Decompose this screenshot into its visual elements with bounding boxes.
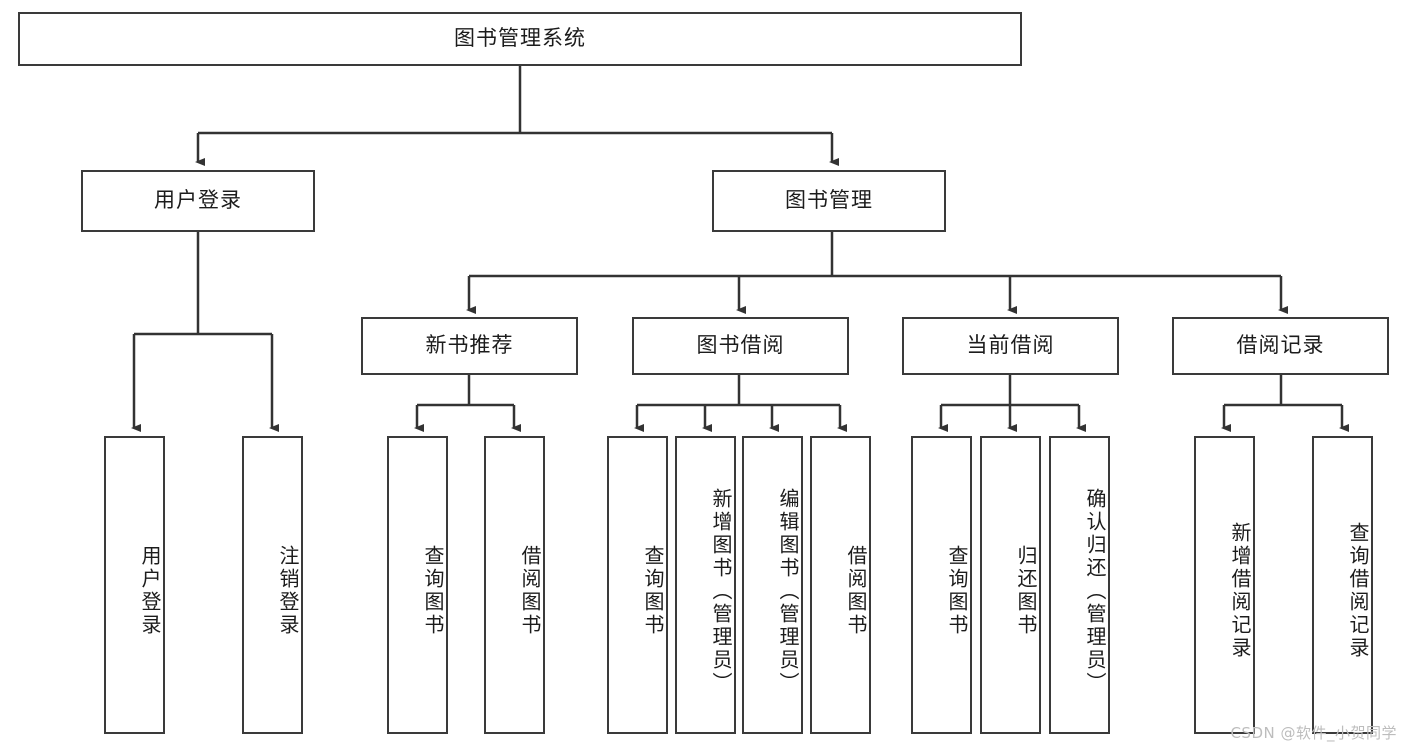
leaf-recommend-borrow-book-label: 借阅图书 xyxy=(518,545,542,637)
leaf-borrow-query-book[interactable]: 查询图书 xyxy=(607,436,668,734)
leaf-records-add-record[interactable]: 新增借阅记录 xyxy=(1194,436,1255,734)
node-book-management[interactable]: 图书管理 xyxy=(712,170,946,232)
leaf-borrow-borrow-book[interactable]: 借阅图书 xyxy=(810,436,871,734)
leaf-borrow-edit-book-admin-label: 编辑图书（管理员） xyxy=(776,487,800,695)
leaf-borrow-edit-book-admin[interactable]: 编辑图书（管理员） xyxy=(742,436,803,734)
node-user-login[interactable]: 用户登录 xyxy=(81,170,315,232)
node-book-management-label: 图书管理 xyxy=(785,188,873,213)
node-root-system[interactable]: 图书管理系统 xyxy=(18,12,1022,66)
csdn-watermark: CSDN @软件_小贺同学 xyxy=(1230,724,1397,742)
node-book-borrow-label: 图书借阅 xyxy=(696,333,785,358)
leaf-records-query-record-label: 查询借阅记录 xyxy=(1346,522,1370,660)
leaf-recommend-query-book-label: 查询图书 xyxy=(421,545,445,637)
leaf-borrow-add-book-admin[interactable]: 新增图书（管理员） xyxy=(675,436,736,734)
node-new-book-recommend[interactable]: 新书推荐 xyxy=(361,317,578,375)
leaf-user-login-signin[interactable]: 用户登录 xyxy=(104,436,165,734)
leaf-user-login-signin-label: 用户登录 xyxy=(138,545,162,637)
node-new-book-recommend-label: 新书推荐 xyxy=(425,333,514,358)
leaf-records-add-record-label: 新增借阅记录 xyxy=(1228,522,1252,660)
leaf-records-query-record[interactable]: 查询借阅记录 xyxy=(1312,436,1373,734)
leaf-current-query-book-label: 查询图书 xyxy=(945,545,969,637)
leaf-user-login-signout-label: 注销登录 xyxy=(276,545,300,637)
leaf-current-query-book[interactable]: 查询图书 xyxy=(911,436,972,734)
leaf-recommend-borrow-book[interactable]: 借阅图书 xyxy=(484,436,545,734)
node-borrow-records[interactable]: 借阅记录 xyxy=(1172,317,1389,375)
node-user-login-label: 用户登录 xyxy=(154,188,242,213)
leaf-borrow-add-book-admin-label: 新增图书（管理员） xyxy=(709,487,733,695)
node-current-borrow[interactable]: 当前借阅 xyxy=(902,317,1119,375)
leaf-borrow-query-book-label: 查询图书 xyxy=(641,545,665,637)
leaf-current-return-book[interactable]: 归还图书 xyxy=(980,436,1041,734)
leaf-current-return-book-label: 归还图书 xyxy=(1014,545,1038,637)
leaf-recommend-query-book[interactable]: 查询图书 xyxy=(387,436,448,734)
leaf-user-login-signout[interactable]: 注销登录 xyxy=(242,436,303,734)
node-root-system-label: 图书管理系统 xyxy=(454,26,586,51)
node-book-borrow[interactable]: 图书借阅 xyxy=(632,317,849,375)
leaf-borrow-borrow-book-label: 借阅图书 xyxy=(844,545,868,637)
node-current-borrow-label: 当前借阅 xyxy=(966,333,1055,358)
leaf-current-confirm-return-admin-label: 确认归还（管理员） xyxy=(1083,487,1107,695)
leaf-current-confirm-return-admin[interactable]: 确认归还（管理员） xyxy=(1049,436,1110,734)
node-borrow-records-label: 借阅记录 xyxy=(1236,333,1325,358)
